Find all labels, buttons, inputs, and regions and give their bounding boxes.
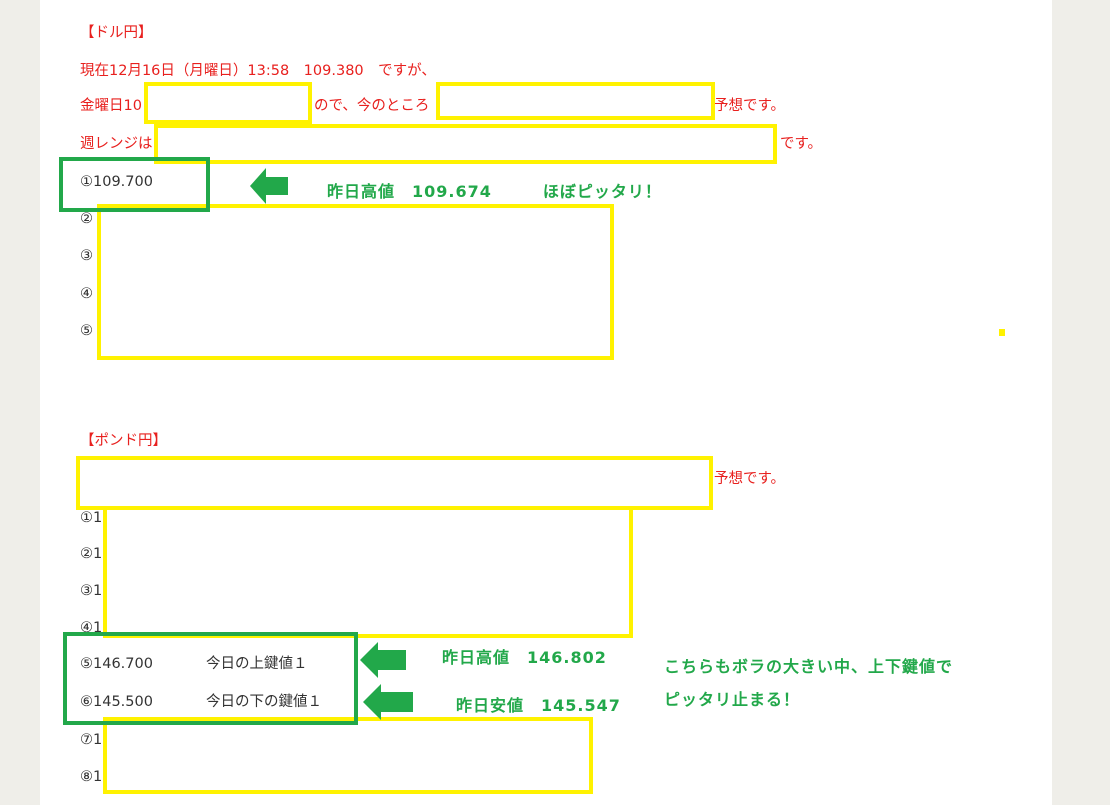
usdjpy-line3-end: です。 [780, 136, 823, 152]
gbpjpy-level-6-label: 今日の下の鍵値１ [206, 694, 322, 710]
gbpjpy-level-1: ①1 [80, 510, 103, 526]
usdjpy-level-1: ①109.700 [80, 174, 153, 190]
gbpjpy-comment-line2: ピッタリ止まる！ [664, 690, 801, 709]
gbpjpy-low-annotation: 昨日安値 145.547 [456, 696, 621, 715]
arrow-left-icon [360, 642, 406, 678]
redaction-box [154, 124, 777, 164]
gbpjpy-high-annotation: 昨日高値 146.802 [442, 648, 607, 667]
gbpjpy-comment-line1: こちらもボラの大きい中、上下鍵値で [664, 657, 954, 676]
usdjpy-level-4: ④ [80, 286, 93, 302]
redaction-box [97, 204, 614, 360]
gbpjpy-level-6: ⑥145.500 [80, 694, 153, 710]
highlight-box [59, 157, 210, 212]
usdjpy-title: 【ドル円】 [80, 25, 153, 41]
gbpjpy-level-8: ⑧1 [80, 769, 103, 785]
usdjpy-level-3: ③ [80, 248, 93, 264]
marker-dot [999, 329, 1005, 336]
usdjpy-weekly-range-label: 週レンジは [80, 136, 153, 152]
highlight-box [63, 632, 358, 725]
redaction-box [76, 456, 713, 510]
usdjpy-annotation: 昨日高値 109.674 ほぼピッタリ！ [327, 182, 662, 201]
redaction-box [103, 506, 633, 638]
gbpjpy-level-2: ②1 [80, 546, 103, 562]
gbpjpy-level-7: ⑦1 [80, 732, 103, 748]
gbpjpy-title: 【ポンド円】 [80, 433, 167, 449]
gbpjpy-line1-end: 予想です。 [714, 471, 786, 487]
arrow-left-icon [363, 684, 413, 720]
redaction-box [103, 717, 593, 794]
gbpjpy-level-5-label: 今日の上鍵値１ [206, 656, 308, 672]
usdjpy-level-2: ② [80, 211, 93, 227]
usdjpy-line2-end: 予想です。 [714, 98, 786, 114]
redaction-box [144, 82, 312, 124]
gbpjpy-level-3: ③1 [80, 583, 103, 599]
redaction-box [436, 82, 715, 120]
usdjpy-current-price: 現在12月16日（月曜日）13:58 109.380 ですが、 [80, 63, 436, 79]
arrow-left-icon [250, 168, 288, 204]
gbpjpy-level-5: ⑤146.700 [80, 656, 153, 672]
usdjpy-line2-mid: ので、今のところ [314, 98, 430, 114]
usdjpy-level-5: ⑤ [80, 323, 93, 339]
usdjpy-line2-start: 金曜日10 [80, 98, 142, 114]
